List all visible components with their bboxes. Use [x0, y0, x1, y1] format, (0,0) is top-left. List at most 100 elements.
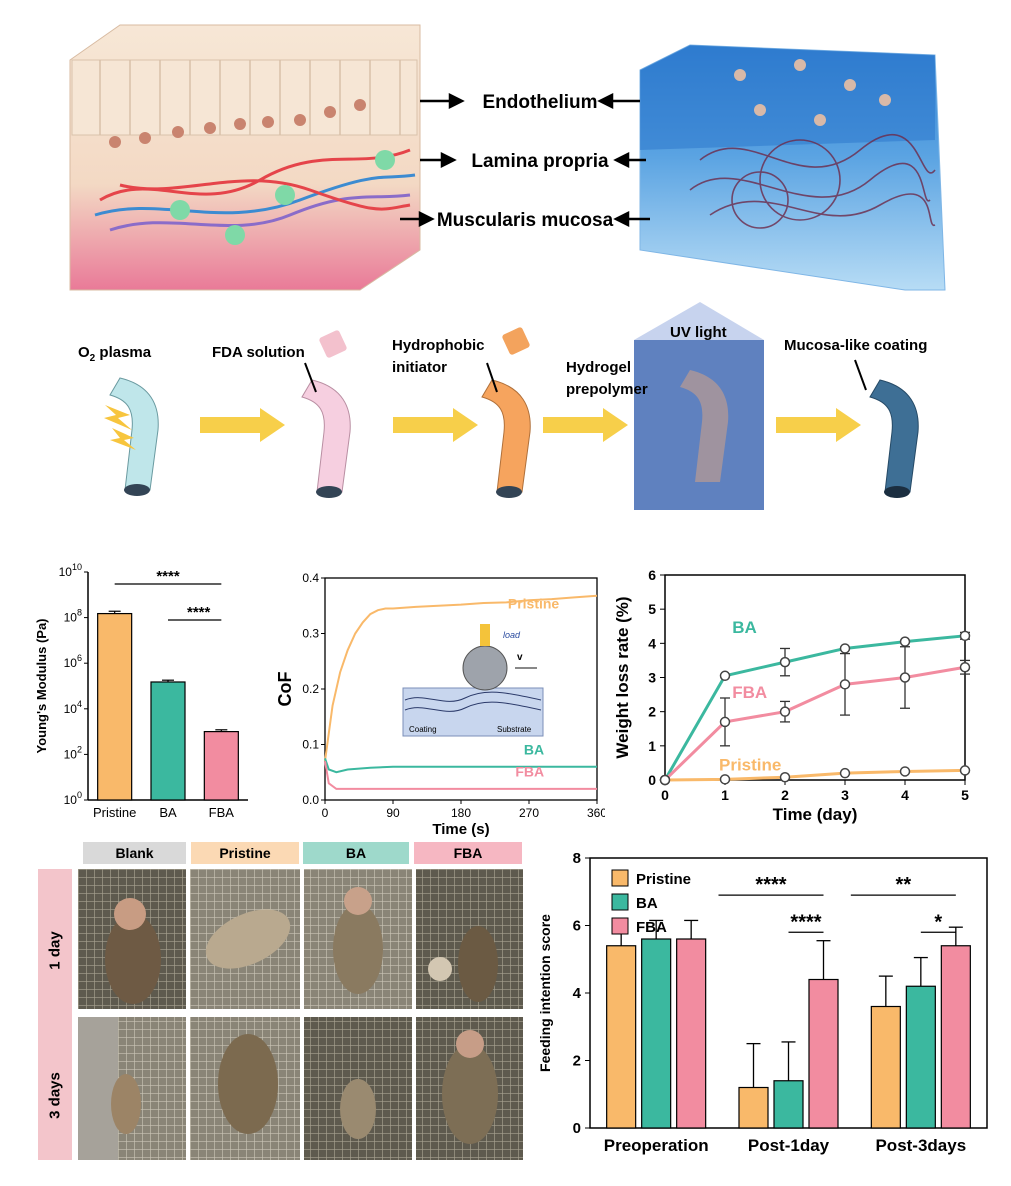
- y-axis-label: Feeding intention score: [537, 914, 553, 1072]
- uv-cube: [634, 302, 764, 510]
- data-point: [899, 672, 911, 683]
- legend-label-pristine: Pristine: [636, 871, 691, 888]
- bar-pristine: [870, 1005, 901, 1129]
- step-label-o2: O2 plasma: [78, 344, 152, 364]
- tube-o2-plasma: [104, 377, 159, 496]
- y-tick-label: 0: [648, 772, 656, 788]
- inset-label-v: v: [517, 652, 523, 663]
- x-tick-label: Post-1day: [748, 1136, 830, 1155]
- photo-3days-fba: [416, 1017, 523, 1160]
- series-line-pristine: [664, 768, 966, 782]
- series-label-ba: BA: [732, 618, 757, 637]
- y-tick-label: 6: [648, 567, 656, 583]
- inset-label-load: load: [503, 630, 521, 640]
- tube-initiator: [481, 327, 531, 498]
- y-tick-label: 1: [648, 738, 656, 754]
- x-tick-label: 270: [519, 806, 539, 820]
- process-panel: O2 plasma FDA solution Hydrophobic initi…: [78, 302, 927, 510]
- bar-fba: [203, 731, 239, 801]
- x-tick-label: 360: [587, 806, 605, 820]
- photo-tiles: [78, 869, 523, 1160]
- bar-fba: [676, 938, 707, 1129]
- y-tick-label: 3: [648, 670, 656, 686]
- y-tick-label: 0.2: [302, 682, 319, 696]
- photo-1day-pristine: [190, 869, 300, 1009]
- bar-fba: [940, 945, 971, 1129]
- data-point: [779, 656, 791, 668]
- layer-label-muscularis: Muscularis mucosa: [437, 210, 614, 231]
- photo-1day-fba: [416, 869, 523, 1009]
- significance-label: ****: [790, 911, 821, 933]
- y-tick-label: 108: [64, 608, 82, 625]
- x-tick-label: 180: [451, 806, 471, 820]
- series-line-fba: [663, 665, 966, 782]
- y-tick-label: 4: [573, 985, 582, 1002]
- y-axis-label: CoF: [275, 672, 295, 707]
- data-point: [959, 630, 971, 642]
- x-tick-label: FBA: [209, 805, 235, 820]
- process-arrows: [200, 408, 861, 442]
- step-label-coating: Mucosa-like coating: [784, 337, 927, 354]
- y-tick-label: 1010: [59, 562, 82, 579]
- x-tick-label: 0: [661, 787, 669, 803]
- step-label-prepolymer-1: Hydrogel: [566, 359, 631, 376]
- tube-fda: [301, 330, 351, 498]
- col-header-ba: BA: [303, 842, 409, 864]
- data-point: [899, 636, 911, 647]
- y-tick-label: 2: [573, 1053, 581, 1070]
- data-point: [839, 767, 851, 779]
- y-tick-label: 8: [573, 850, 581, 867]
- series-line-fba: [324, 760, 597, 790]
- anatomy-panel: Endothelium Lamina propria Muscularis mu…: [69, 24, 946, 291]
- tube-coating: [854, 359, 919, 498]
- col-header-pristine: Pristine: [191, 842, 299, 864]
- legend-swatch-ba: [611, 893, 629, 911]
- row-label-strip: [38, 869, 72, 1160]
- photo-1day-blank: [78, 869, 186, 1009]
- legend-label-fba: FBA: [636, 919, 667, 936]
- photo-3days-pristine: [190, 1017, 300, 1160]
- x-tick-label: 2: [781, 787, 789, 803]
- step-label-uv: UV light: [670, 324, 727, 341]
- significance-label: ****: [755, 874, 786, 896]
- plot-frame: [664, 574, 966, 781]
- legend-swatch-fba: [611, 917, 629, 935]
- x-tick-label: 4: [901, 787, 909, 803]
- data-point: [719, 670, 731, 682]
- load-arrow-icon: [480, 624, 490, 646]
- data-point: [719, 774, 731, 785]
- data-point: [839, 643, 851, 654]
- bar-fba: [808, 978, 839, 1129]
- legend-label-ba: BA: [636, 895, 658, 912]
- step-label-initiator-2: initiator: [392, 359, 447, 376]
- layer-label-lamina: Lamina propria: [471, 151, 609, 172]
- layer-label-endothelium: Endothelium: [482, 92, 597, 113]
- series-line-pristine: [324, 594, 598, 762]
- y-tick-label: 106: [64, 653, 82, 670]
- monkey-photo-grid: 1 day 3 days Blank Pristine BA FBA: [38, 842, 523, 1160]
- x-tick-label: 3: [841, 787, 849, 803]
- data-point: [959, 765, 971, 776]
- x-axis-label: Time (s): [432, 821, 489, 838]
- arrow-icon: [776, 408, 861, 442]
- significance-label: *: [934, 911, 942, 933]
- y-tick-label: 2: [648, 704, 656, 720]
- layer-labels: Endothelium Lamina propria Muscularis mu…: [400, 92, 650, 231]
- series-label-fba: FBA: [732, 683, 767, 702]
- step-label-fda: FDA solution: [212, 344, 305, 361]
- x-tick-label: Pristine: [93, 805, 136, 820]
- inset-label-coating: Coating: [409, 725, 437, 734]
- bar-pristine: [738, 1086, 769, 1129]
- x-tick-label: 5: [961, 787, 969, 803]
- bar-ba: [641, 938, 672, 1129]
- y-tick-label: 0.4: [302, 571, 319, 585]
- y-tick-label: 100: [64, 790, 82, 807]
- x-tick-label: 0: [322, 806, 329, 820]
- x-tick-label: 1: [721, 787, 729, 803]
- significance-label: **: [896, 874, 912, 896]
- y-tick-label: 0: [573, 1120, 581, 1137]
- bar-ba: [150, 681, 186, 801]
